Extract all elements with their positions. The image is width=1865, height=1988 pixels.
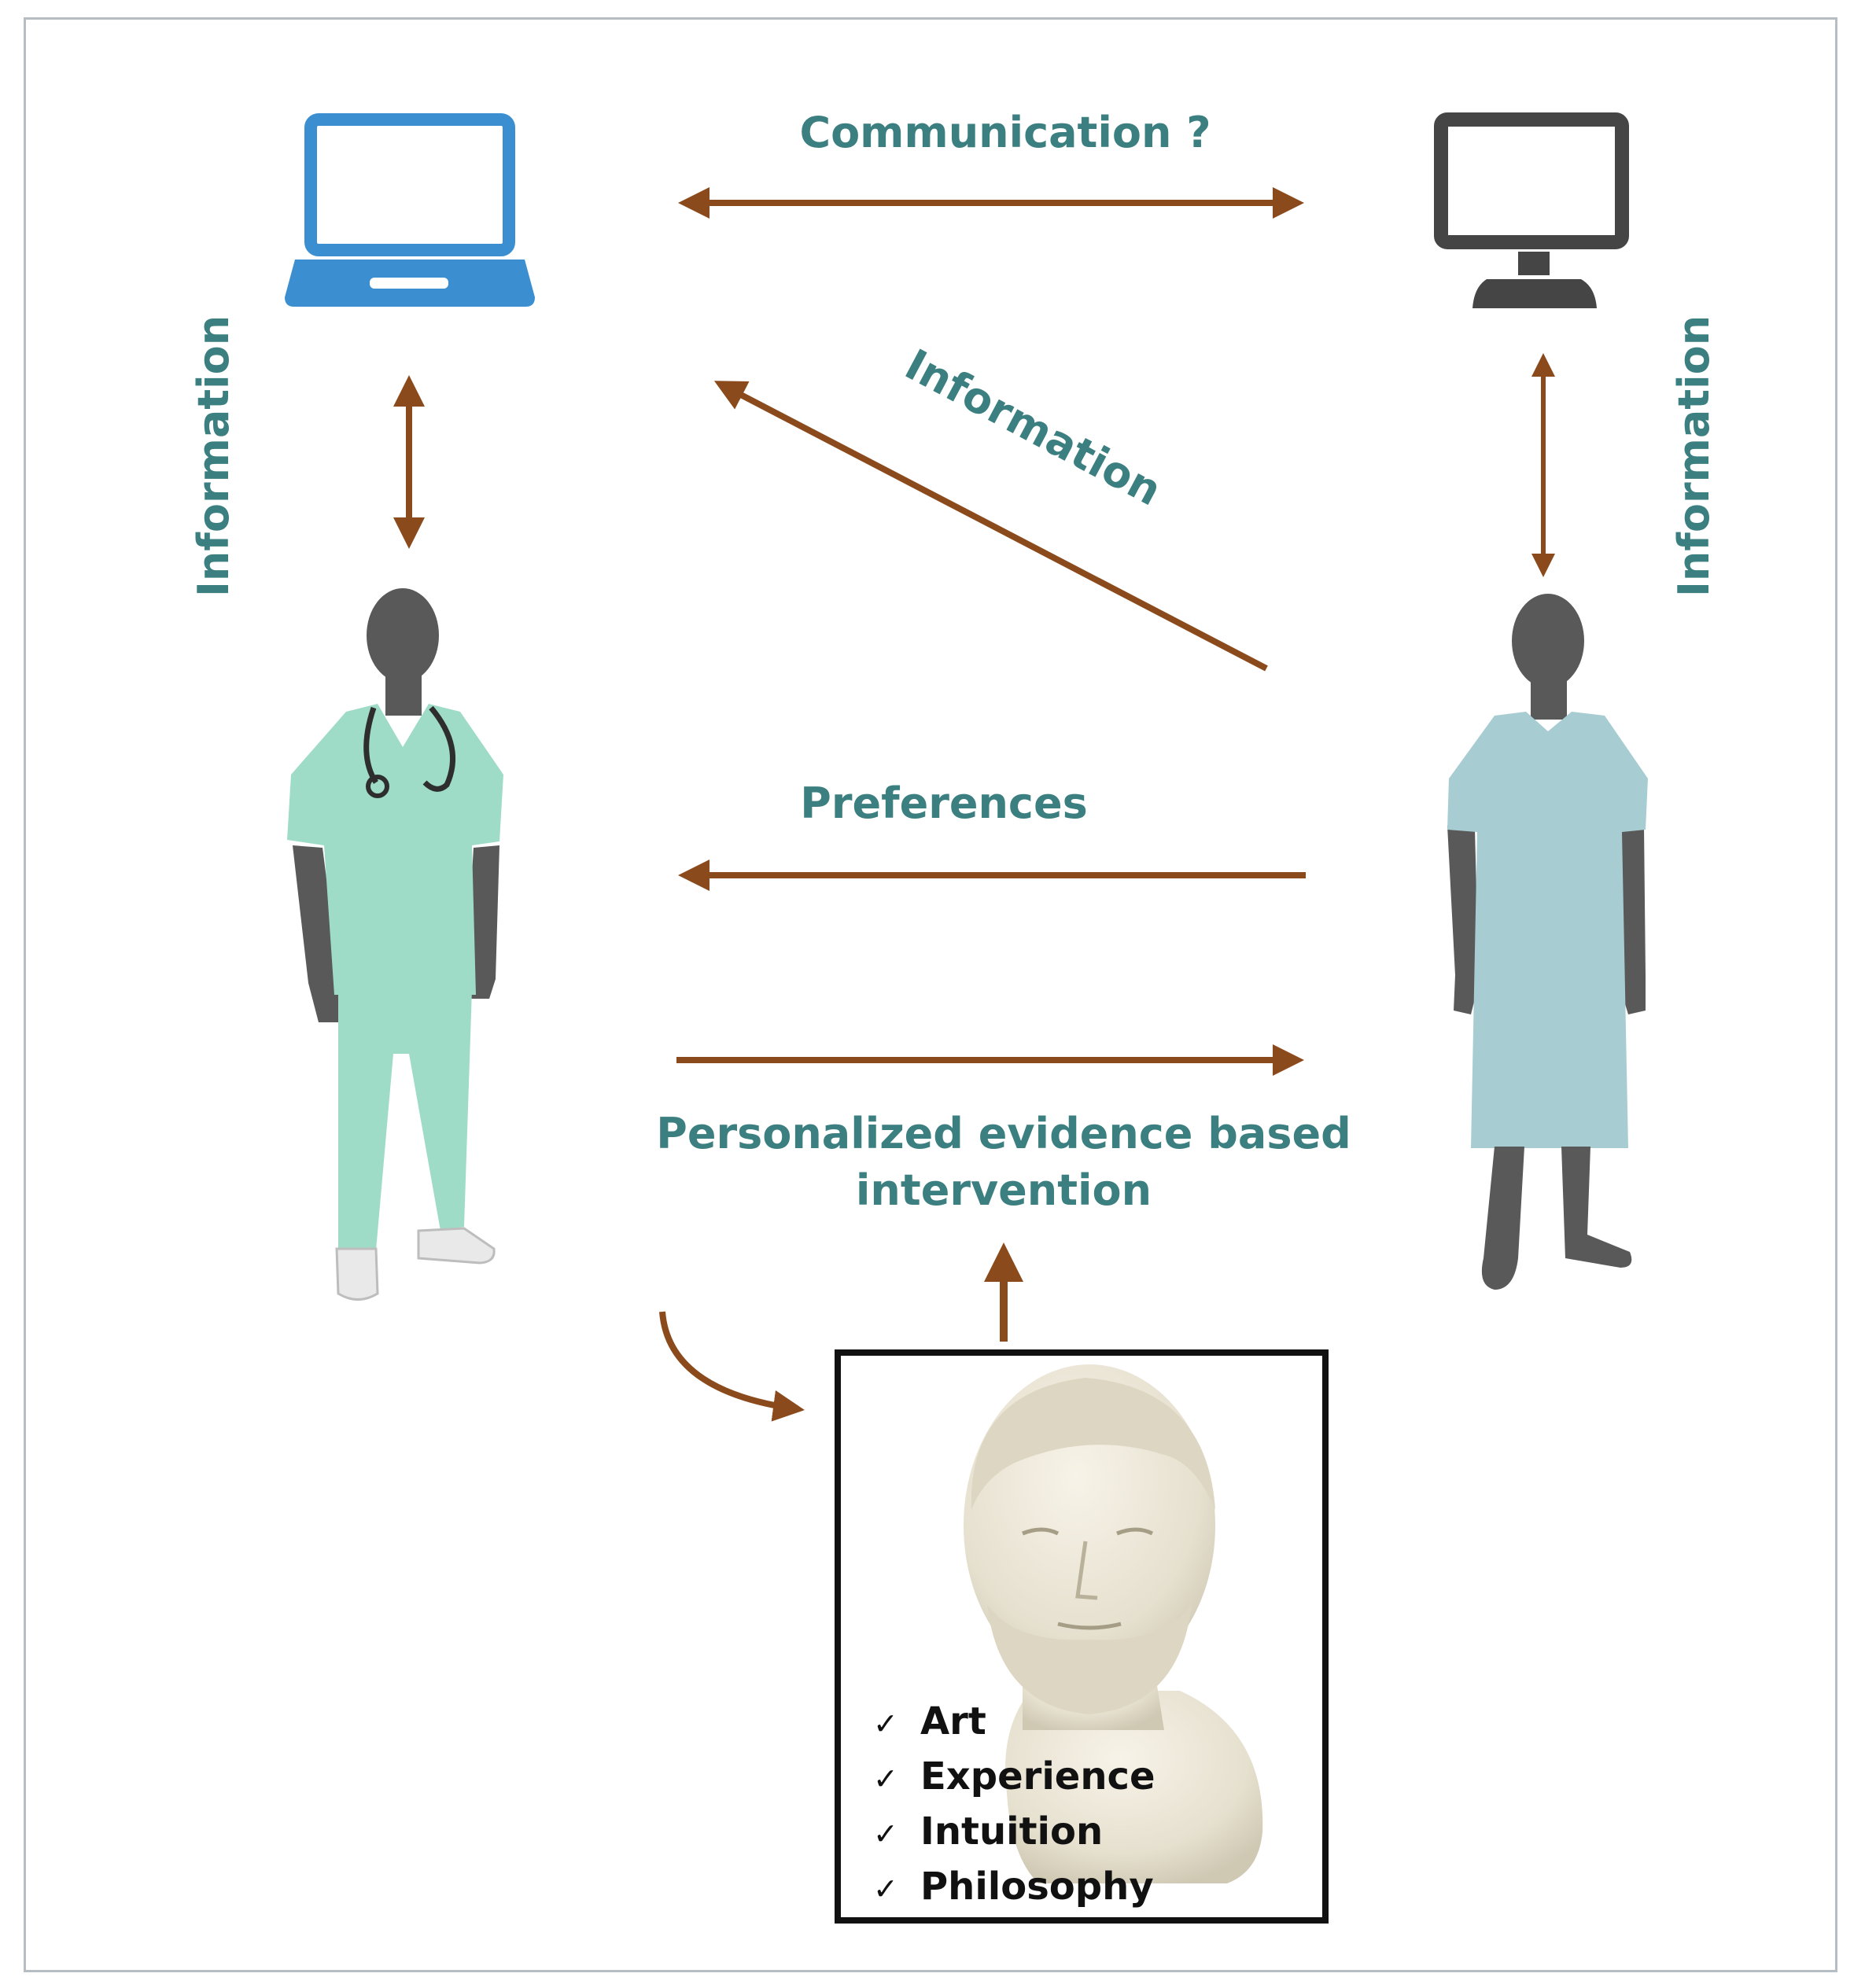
info-diagonal-arrow <box>713 381 1268 672</box>
checklist-item-intuition: Intuition <box>920 1809 1103 1854</box>
arrows <box>393 187 1555 1422</box>
intervention-label-line1: Personalized evidence based <box>656 1109 1351 1158</box>
check-mark-icon: ✓ <box>873 1762 898 1796</box>
information-left-label: Information <box>189 315 238 597</box>
check-mark-icon: ✓ <box>873 1817 898 1851</box>
intervention-label-line2: intervention <box>856 1165 1152 1215</box>
information-right-label: Information <box>1669 315 1719 597</box>
check-mark-icon: ✓ <box>873 1706 898 1741</box>
patient-figure <box>1447 594 1648 1290</box>
information-diagonal-label: Information <box>897 340 1170 516</box>
laptop-icon <box>285 113 535 307</box>
philosopher-bust <box>964 1364 1263 1883</box>
diagram-frame <box>24 17 1837 1972</box>
wisdom-panel: ✓ Art ✓ Experience ✓ Intuition ✓ Philoso… <box>835 1349 1329 1924</box>
check-mark-icon: ✓ <box>873 1872 898 1906</box>
checklist-item-experience: Experience <box>920 1754 1155 1798</box>
checklist-item-art: Art <box>920 1699 986 1743</box>
checklist-item-philosophy: Philosophy <box>920 1865 1154 1909</box>
desktop-monitor-icon <box>1434 112 1629 308</box>
preferences-label: Preferences <box>800 779 1087 828</box>
communication-label: Communication ? <box>799 108 1211 157</box>
doctor-figure <box>287 588 503 1301</box>
curved-arrow <box>659 1311 805 1422</box>
